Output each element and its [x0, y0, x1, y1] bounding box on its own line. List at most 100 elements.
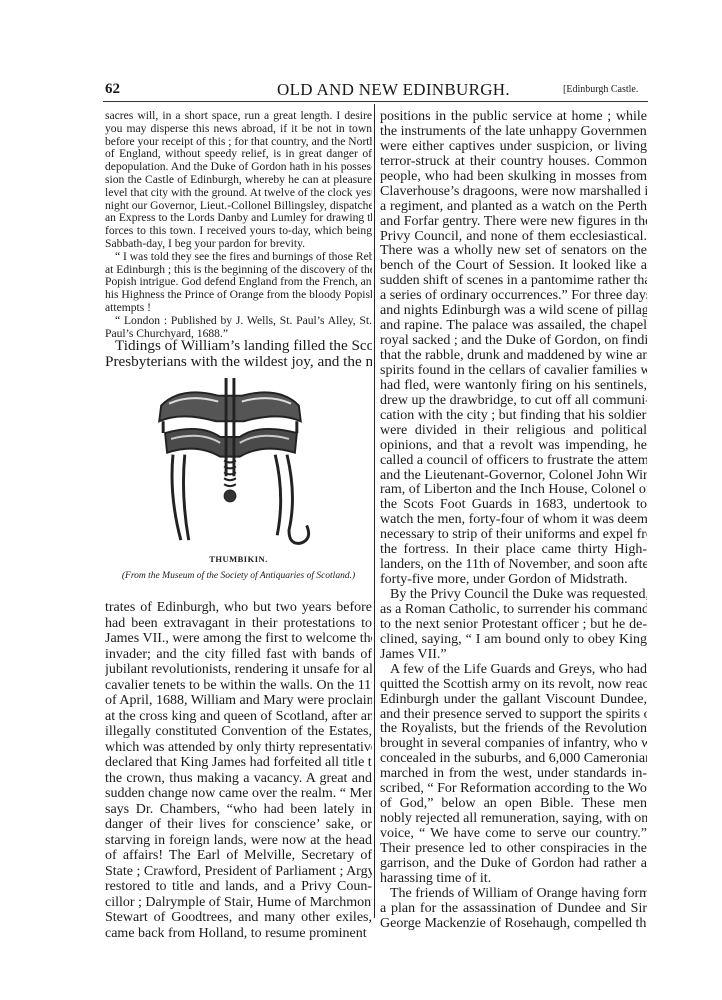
text-line: of April, 1688, William and Mary were pr… [105, 693, 372, 708]
text-line: level that city with the ground. At twel… [105, 186, 372, 199]
text-line: harassing time of it. [380, 871, 492, 886]
text-line: positions in the public service at home … [380, 110, 647, 124]
text-line: had been extravagant in their protestati… [105, 615, 372, 631]
header-rule [103, 101, 648, 102]
text-line: a regiment, and planted as a watch on th… [380, 199, 647, 214]
text-line: The friends of William of Orange having … [390, 886, 647, 901]
text-line: came back from Holland, to resume promin… [105, 925, 367, 941]
text-line: By the Privy Council the Duke was reques… [390, 588, 647, 602]
text-line: illegally constituted Convention of the … [105, 724, 372, 739]
text-line: an Express to the Lords Danby and Lumley… [105, 212, 372, 225]
text-line: Privy Council, and none of them ecclesia… [380, 229, 647, 244]
text-line: Tidings of William’s landing filled the … [115, 338, 372, 354]
column-divider [374, 104, 375, 918]
text-line: had fled, were wantonly firing on his se… [380, 378, 647, 393]
text-line: invader; and the city filled fast with b… [105, 646, 372, 662]
text-line: forces to this town. I received yours to… [105, 225, 372, 238]
text-line: cavalier tenets to be within the walls. … [105, 677, 372, 693]
text-line: necessary to strip of their uniforms and… [380, 528, 647, 543]
text-line: drew up the drawbridge, to cut off all c… [380, 393, 647, 408]
text-line: before your receipt of this ; for that c… [105, 135, 372, 148]
text-line: Presbyterians with the wildest joy, and … [105, 354, 372, 370]
text-line: ram, of Liberton and the Inch House, Col… [380, 483, 647, 498]
text-line: to the next senior Protestant officer ; … [380, 617, 647, 632]
text-line: declared that King James had forfeited a… [105, 755, 372, 770]
running-title: OLD AND NEW EDINBURGH. [277, 80, 510, 99]
text-line: voice, “ We have come to serve our count… [380, 827, 647, 841]
text-line: at Edinburgh ; this is the beginning of … [105, 263, 372, 276]
text-line: nobly rejected all remuneration, saying,… [380, 812, 647, 827]
text-line: starving in foreign lands, were now at t… [105, 832, 372, 848]
text-line: watch the men, forty-four of whom it was… [380, 513, 647, 528]
text-line: as a Roman Catholic, to surrender his co… [380, 602, 647, 617]
text-line: of affairs! The Earl of Melville, Secret… [105, 848, 372, 863]
text-line: and the Lieutenant-Governor, Colonel Joh… [380, 468, 647, 483]
text-line: the instruments of the late unhappy Gove… [380, 124, 647, 139]
text-line: Their presence led to other conspiracies… [380, 841, 647, 856]
figure-caption-title: THUMBIKIN. [209, 554, 268, 564]
text-line: Sabbath-day, I beg your pardon for brevi… [105, 237, 306, 250]
text-line: Claverhouse’s dragoons, were now marshal… [380, 184, 647, 199]
text-line: sudden change now came over the realm. “… [105, 786, 372, 801]
text-line: a series of ordinary occurrences.” For t… [380, 289, 647, 304]
text-line: There was a wholly new set of senators o… [380, 244, 647, 259]
text-line: cillor ; Dalrymple of Stair, Hume of Mar… [105, 894, 372, 910]
text-line: terror-struck at their country houses. C… [380, 154, 647, 169]
text-line: royal sacked ; and the Duke of Gordon, o… [380, 334, 647, 349]
text-line: State ; Crawford, President of Parliamen… [105, 863, 372, 879]
text-line: concealed in the suburbs, and 6,000 Came… [380, 752, 647, 767]
text-line: and Forfar gentry. There were new figure… [380, 214, 647, 229]
text-line: were either captives under suspicion, or… [380, 139, 647, 154]
text-line: jubilant revolutionists, rendering it un… [105, 662, 372, 677]
text-line: Paul’s Churchyard, 1688.” [105, 327, 229, 340]
text-line: night our Governor, Lieut.-Collonel Bill… [105, 199, 372, 212]
text-line: marched in from the west, under standard… [380, 767, 647, 782]
text-line: and rapine. The palace was assailed, the… [380, 319, 647, 334]
text-line: Popish intrigue. God defend England from… [105, 276, 372, 289]
text-line: trates of Edinburgh, who but two years b… [105, 600, 372, 615]
text-line: the Scots Foot Guards in 1683, undertook… [380, 498, 647, 513]
left-column-text: trates of Edinburgh, who but two years b… [105, 600, 372, 941]
text-line: Edinburgh under the gallant Viscount Dun… [380, 692, 647, 707]
text-line: the fortress. In their place came thirty… [380, 543, 647, 558]
text-line: which was attended by only thirty repres… [105, 739, 372, 755]
text-line: of England, without speedy relief, is in… [105, 148, 372, 161]
text-line: garrison, and the Duke of Gordon had rat… [380, 856, 647, 871]
text-line: brought in several companies of infantry… [380, 737, 647, 752]
text-line: the Royalists, but the friends of the Re… [380, 722, 647, 737]
text-line: “ I was told they see the fires and burn… [115, 250, 372, 263]
text-line: you may disperse this news abroad, if it… [105, 122, 372, 135]
text-line: Stewart of Goodtrees, and many other exi… [105, 910, 372, 925]
text-line: scribed, “ For Reformation according to … [380, 782, 647, 797]
text-line: a plan for the assassination of Dundee a… [380, 901, 647, 916]
text-line: A few of the Life Guards and Greys, who … [390, 662, 647, 677]
text-line: and their presence served to support the… [380, 707, 647, 722]
text-line: were divided in their religious and poli… [380, 423, 647, 438]
text-line: George Mackenzie of Rosehaugh, compelled… [380, 916, 647, 931]
text-line: restored to title and lands, and a Privy… [105, 879, 372, 894]
text-line: his Highness the Prince of Orange from t… [105, 289, 372, 302]
text-line: danger of their lives for conscience’ sa… [105, 817, 372, 832]
text-line: sacres will, in a short space, run a gre… [105, 110, 372, 122]
right-column-text: positions in the public service at home … [380, 110, 647, 932]
text-line: that the rabble, drunk and maddened by w… [380, 349, 647, 363]
text-line: bench of the Court of Session. It looked… [380, 259, 647, 274]
text-line: forty-five more, under Gordon of Midstra… [380, 573, 628, 588]
paragraph-tidings: Tidings of William’s landing filled the … [105, 338, 372, 370]
page-number: 62 [105, 81, 120, 97]
figure-caption-source: (From the Museum of the Society of Antiq… [121, 571, 356, 581]
text-line: cation with the city ; but finding that … [380, 408, 647, 423]
text-line: sudden shift of scenes in a pantomime ra… [380, 274, 647, 289]
text-line: at the cross king and queen of Scotland,… [105, 708, 372, 724]
text-line: sion the Castle of Edinburgh, whereby he… [105, 173, 372, 186]
text-line: opinions, and that a revolt was impendin… [380, 438, 647, 453]
thumbikin-illustration [158, 378, 311, 545]
text-line: spirits found in the cellars of cavalier… [380, 363, 647, 378]
text-line: called a council of officers to frustrat… [380, 453, 647, 468]
text-line: depopulation. And the Duke of Gordon hat… [105, 161, 372, 174]
text-line: and nights Edinburgh was a wild scene of… [380, 304, 647, 319]
text-line: landers, on the 11th of November, and so… [380, 558, 647, 573]
text-line: “ London : Published by J. Wells, St. Pa… [115, 314, 372, 327]
text-line: James VII., were among the first to welc… [105, 631, 372, 646]
text-line: people, who had been skulking in mosses … [380, 169, 647, 184]
